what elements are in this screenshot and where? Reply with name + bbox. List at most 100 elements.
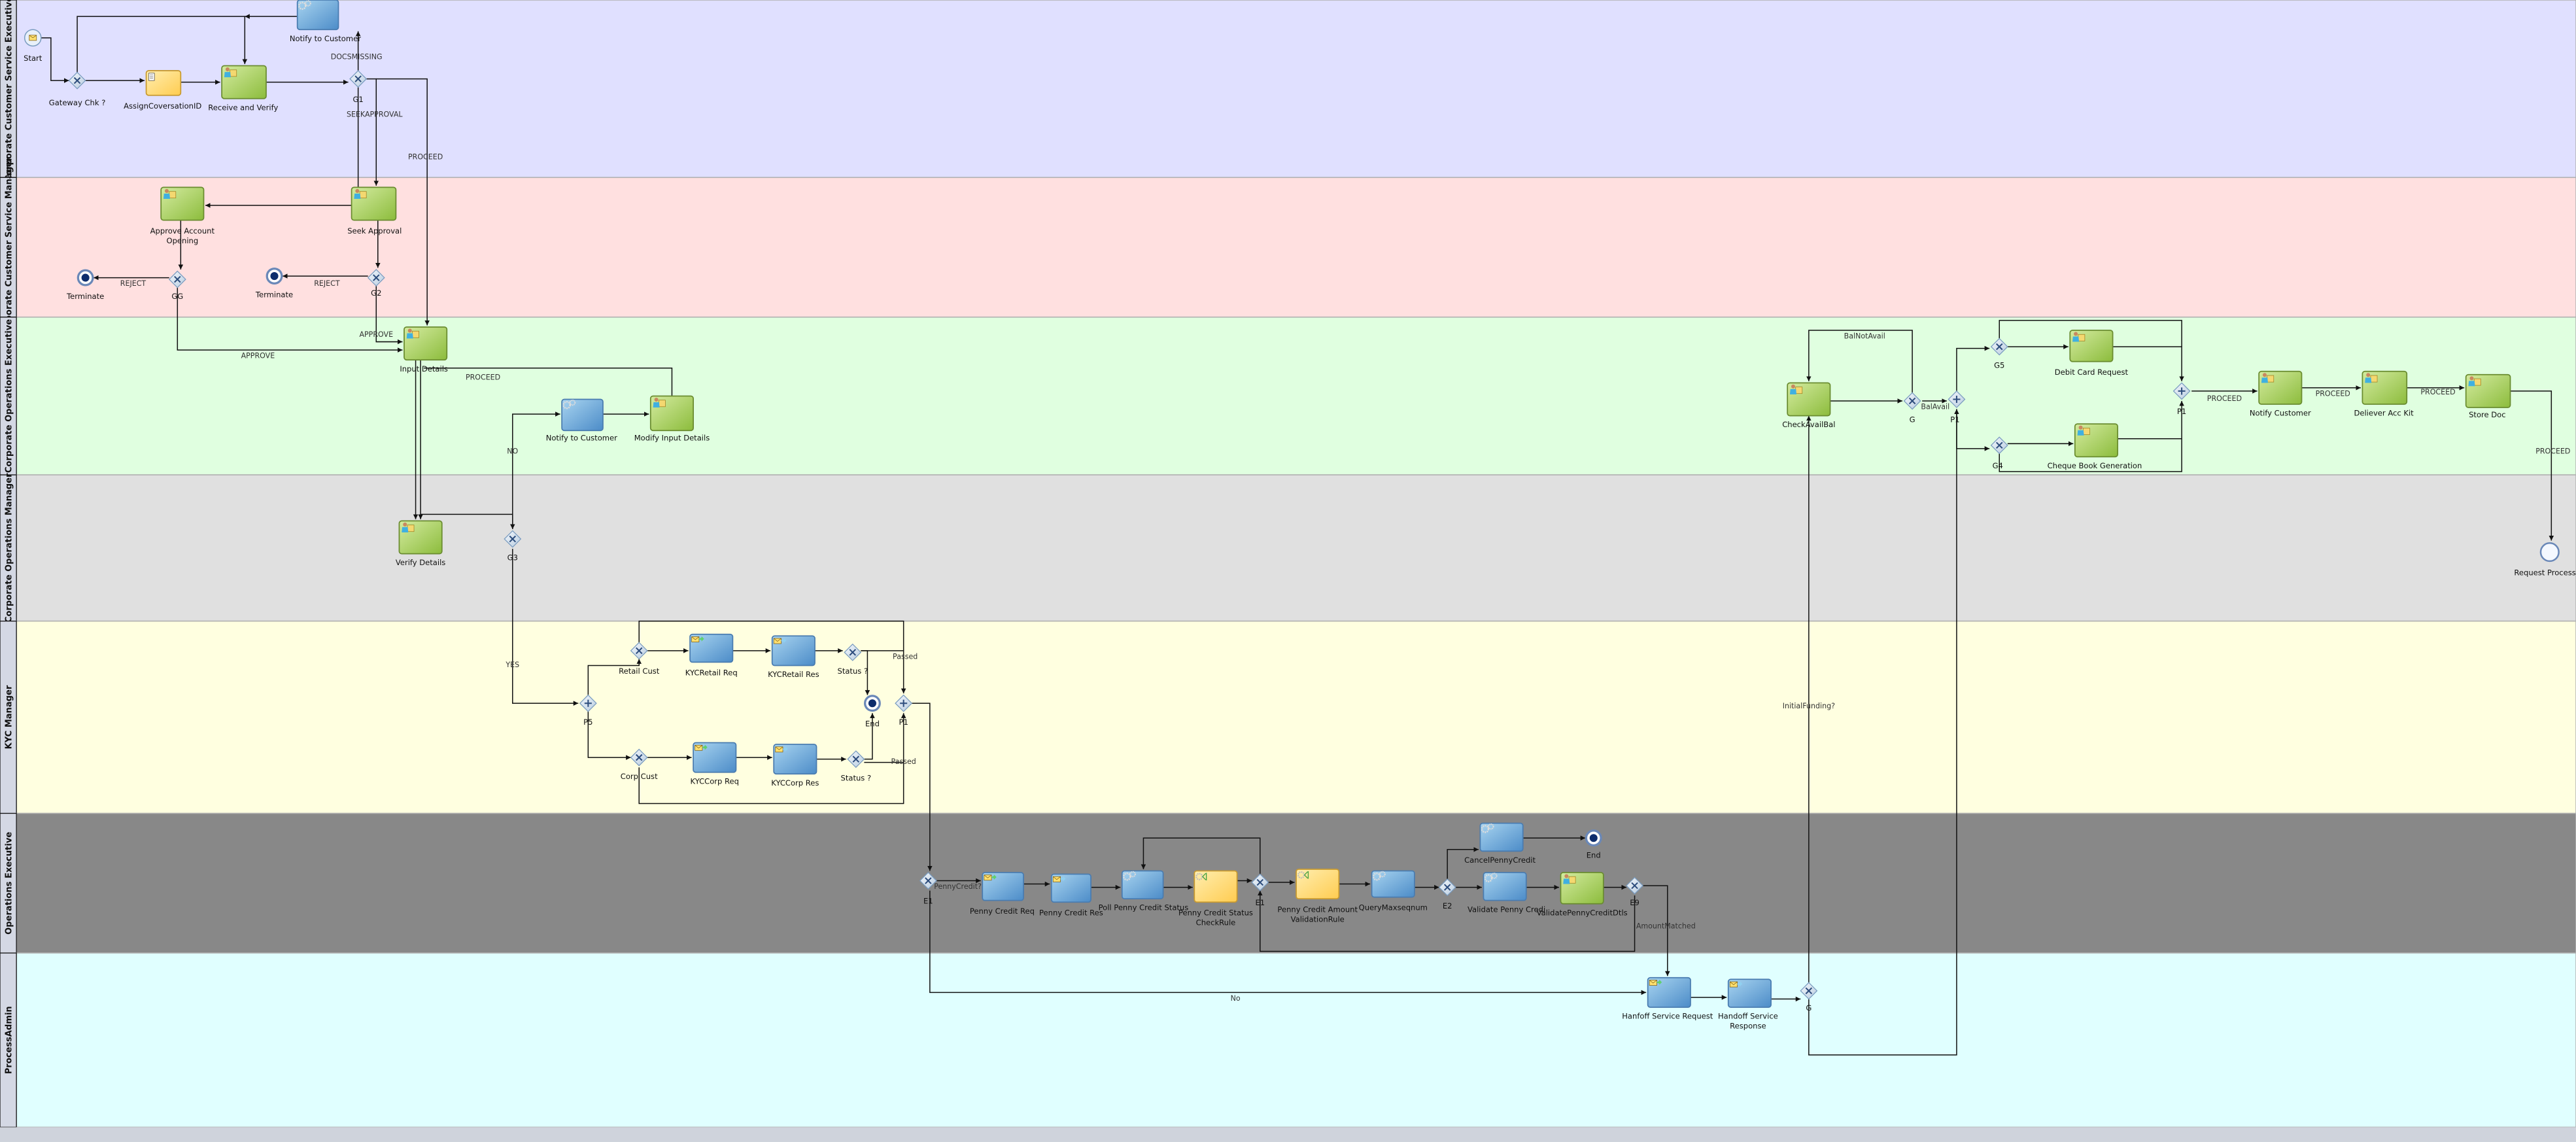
task-validate[interactable]: Validate Penny Credi	[1468, 872, 1545, 914]
sequence-flow[interactable]	[512, 411, 560, 529]
sequence-flow[interactable]	[1141, 837, 1261, 874]
gateway-g-bal[interactable]: G	[1903, 392, 1921, 424]
gateway-gw-chk[interactable]: Gateway Chk ?	[49, 71, 106, 107]
task-store[interactable]: Store Doc	[2465, 373, 2511, 419]
task-box[interactable]	[1050, 873, 1091, 903]
sequence-flow[interactable]	[375, 286, 403, 345]
task-box[interactable]	[1121, 870, 1164, 900]
task-box[interactable]	[1647, 977, 1691, 1008]
sequence-flow[interactable]	[1956, 345, 1990, 391]
gateway-e9[interactable]: E9	[1626, 876, 1644, 908]
sequence-flow[interactable]	[638, 620, 904, 651]
sequence-flow[interactable]	[864, 713, 875, 760]
gateway-g1[interactable]: G1	[349, 70, 368, 104]
sequence-flow[interactable]	[929, 890, 1647, 995]
gateway-g4[interactable]: G4	[1990, 436, 2008, 470]
sequence-flow[interactable]	[1999, 320, 2182, 347]
task-debit[interactable]: Debit Card Request	[2055, 330, 2129, 377]
event-ops-end[interactable]: End	[1585, 829, 1602, 859]
task-box[interactable]	[145, 70, 182, 96]
sequence-flow[interactable]	[1258, 890, 1636, 952]
gateway-e1b[interactable]: E1	[1251, 873, 1269, 907]
gateway-e1a[interactable]: E1	[919, 872, 937, 906]
gateway-gg[interactable]: GG	[168, 270, 186, 302]
sequence-flow[interactable]	[376, 78, 430, 326]
task-modify[interactable]: Modify Input Details	[634, 395, 710, 442]
task-box[interactable]	[1296, 869, 1340, 900]
task-box[interactable]	[982, 872, 1024, 901]
task-box[interactable]	[1194, 870, 1238, 903]
task-deliever[interactable]: Deliever Acc Kit	[2354, 370, 2414, 418]
task-box[interactable]	[561, 398, 604, 432]
task-poll[interactable]: Poll Penny Credit Status	[1099, 870, 1189, 912]
sequence-flow[interactable]	[1808, 409, 1959, 1056]
sequence-flow[interactable]	[41, 37, 69, 83]
sequence-flow[interactable]	[1806, 330, 1913, 393]
task-box[interactable]	[1483, 872, 1527, 901]
end-event-circle[interactable]	[2539, 542, 2560, 562]
task-receive[interactable]: Receive and Verify	[208, 65, 278, 112]
task-kycr-req[interactable]: KYCRetail Req	[685, 633, 738, 678]
sequence-flow[interactable]	[638, 762, 904, 805]
sequence-flow[interactable]	[1956, 409, 1990, 451]
gateway-p1-kyc[interactable]: P1	[895, 694, 913, 727]
sequence-flow[interactable]	[2510, 390, 2554, 541]
task-kycc-req[interactable]: KYCCorp Req	[691, 742, 739, 786]
lane-header[interactable]	[0, 812, 17, 954]
task-querymax[interactable]: QueryMaxseqnum	[1359, 870, 1428, 912]
lane-header[interactable]	[0, 952, 17, 1128]
event-term1[interactable]: Terminate	[66, 269, 104, 301]
sequence-flow[interactable]	[424, 367, 673, 396]
lane-header[interactable]	[0, 0, 17, 178]
task-pc-req[interactable]: Penny Credit Req	[970, 872, 1035, 916]
sequence-flow[interactable]	[77, 16, 248, 73]
gateway-g2[interactable]: G2	[367, 269, 385, 298]
gateway-p5[interactable]: P5	[579, 694, 597, 727]
task-box[interactable]	[693, 742, 737, 773]
sequence-flow[interactable]	[864, 713, 906, 763]
lane-header[interactable]	[0, 177, 17, 318]
gateway-g-admin[interactable]: G	[1800, 982, 1818, 1012]
sequence-flow[interactable]	[1643, 885, 1670, 977]
task-notify-cust[interactable]: Notify Customer	[2250, 370, 2311, 418]
task-notify-mid[interactable]: Notify to Customer	[546, 398, 617, 442]
sequence-flow[interactable]	[421, 513, 515, 529]
task-input[interactable]: Input Details	[400, 326, 448, 373]
task-cheque[interactable]: Cheque Book Generation	[2048, 423, 2142, 470]
sequence-flow[interactable]	[587, 659, 642, 695]
sequence-flow[interactable]	[912, 702, 933, 871]
gateway-corp[interactable]: Corp Cust	[621, 748, 658, 781]
gateway-p1-join[interactable]: P1	[2172, 382, 2191, 416]
task-notify-top[interactable]: Notify to Customer	[290, 0, 361, 43]
task-cancel[interactable]: CancelPennyCredit	[1464, 822, 1536, 865]
event-term2[interactable]: Terminate	[255, 268, 293, 300]
task-box[interactable]	[1371, 870, 1415, 898]
lane-header[interactable]	[0, 474, 17, 622]
task-box[interactable]	[1479, 822, 1524, 852]
lane-header[interactable]	[0, 620, 17, 814]
event-req-processed[interactable]: Request Processed	[2514, 542, 2576, 577]
sequence-flow[interactable]	[587, 711, 631, 760]
task-pc-res[interactable]: Penny Credit Res	[1039, 873, 1103, 917]
task-box[interactable]	[771, 635, 816, 666]
sequence-flow[interactable]	[1999, 438, 2182, 472]
task-box[interactable]	[1727, 978, 1772, 1008]
task-box[interactable]	[296, 0, 339, 31]
task-box[interactable]	[689, 633, 734, 663]
gateway-g5[interactable]: G5	[1990, 337, 2008, 370]
sequence-flow[interactable]	[177, 287, 403, 353]
sequence-flow[interactable]	[2112, 346, 2184, 381]
gateway-status2[interactable]: Status ?	[841, 750, 872, 782]
task-assign[interactable]: AssignCoversationID	[124, 70, 201, 111]
task-vpcd[interactable]: ValidatePennyCreditDtls	[1537, 872, 1628, 917]
task-kycr-res[interactable]: KYCRetail Res	[768, 635, 819, 679]
gateway-e2[interactable]: E2	[1438, 878, 1456, 910]
task-verify[interactable]: Verify Details	[396, 520, 445, 567]
event-start[interactable]: Start	[24, 29, 43, 63]
lane-header[interactable]	[0, 317, 17, 476]
task-hanfoff[interactable]: Hanfoff Service Request	[1622, 977, 1713, 1021]
